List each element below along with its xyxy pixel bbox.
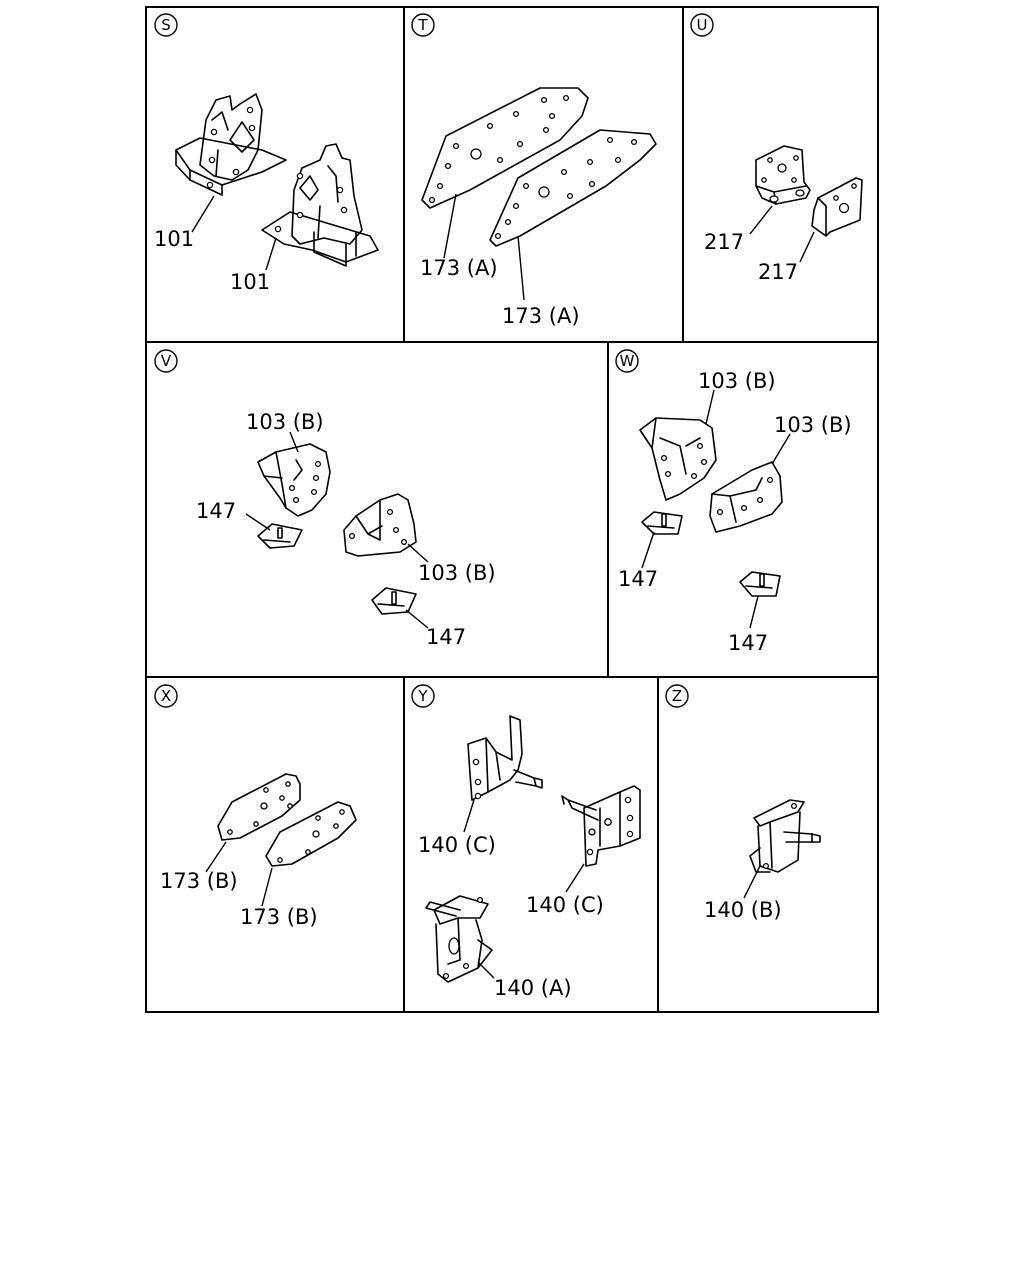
part-label-173a: 173 (A) (502, 304, 580, 328)
part-label-103b: 103 (B) (246, 410, 324, 434)
leader-line (245, 513, 271, 531)
bracket-drawing-101-right (261, 143, 379, 267)
leader-line (289, 431, 299, 453)
part-label-147: 147 (426, 625, 466, 649)
svg-text:V: V (161, 352, 172, 370)
section-x: X 173 (B) 173 (B) (154, 684, 357, 929)
pad-drawing-147-upper (641, 511, 683, 535)
leader-line (463, 799, 475, 833)
svg-text:U: U (697, 16, 708, 34)
bracket-drawing-103b-lower (343, 493, 417, 557)
part-label-103b: 103 (B) (698, 369, 776, 393)
part-label-217: 217 (704, 230, 744, 254)
leader-line (517, 235, 525, 301)
svg-text:Y: Y (417, 687, 428, 705)
svg-text:W: W (620, 352, 635, 370)
leader-line (749, 595, 759, 629)
part-label-147: 147 (618, 567, 658, 591)
leader-line (705, 389, 715, 425)
plate-drawing-173a-upper (421, 87, 589, 209)
part-label-140b: 140 (B) (704, 898, 782, 922)
bracket-drawing-217-right (811, 177, 863, 237)
leader-line (405, 609, 429, 629)
part-label-173b: 173 (B) (160, 869, 238, 893)
bracket-drawing-217-left (755, 145, 811, 205)
leader-line (477, 961, 495, 979)
grid-frame (145, 6, 879, 1013)
leader-line (565, 863, 585, 893)
section-letter-z: Z (665, 684, 689, 708)
section-letter-s: S (154, 13, 178, 37)
bracket-drawing-140a (425, 895, 493, 983)
section-letter-t: T (411, 13, 435, 37)
section-letter-w: W (615, 349, 639, 373)
svg-text:X: X (161, 687, 171, 705)
part-label-217: 217 (758, 260, 798, 284)
section-z: Z 140 (B) (665, 684, 821, 922)
part-label-140a: 140 (A) (494, 976, 572, 1000)
leader-line (443, 193, 457, 259)
section-u: U 217 217 (690, 13, 863, 284)
leader-line (191, 195, 215, 233)
bracket-drawing-140c-right (561, 785, 641, 867)
pad-drawing-147-upper (257, 523, 303, 549)
part-label-173b: 173 (B) (240, 905, 318, 929)
section-letter-u: U (690, 13, 714, 37)
section-w: W (615, 349, 852, 655)
bracket-drawing-101-left (175, 93, 287, 196)
svg-text:Z: Z (672, 687, 682, 705)
leader-line (749, 205, 773, 235)
part-label-101: 101 (154, 227, 194, 251)
leader-line (265, 237, 277, 271)
bracket-drawing-103b-upper (257, 443, 331, 517)
section-s: S 101 (154, 13, 379, 294)
plate-drawing-173b-upper (217, 773, 301, 841)
bracket-drawing-103b-lower (709, 461, 783, 533)
section-v: V (154, 349, 496, 649)
part-label-103b: 103 (B) (418, 561, 496, 585)
svg-text:S: S (161, 16, 171, 34)
part-label-103b: 103 (B) (774, 413, 852, 437)
bracket-drawing-140b (749, 799, 821, 873)
pad-drawing-147-lower (371, 587, 417, 615)
section-y: Y (411, 684, 641, 1000)
part-label-140c: 140 (C) (526, 893, 604, 917)
svg-text:T: T (417, 16, 428, 34)
bracket-drawing-103b-upper (639, 417, 717, 501)
leader-line (771, 433, 791, 465)
leader-line (641, 531, 655, 569)
leader-line (205, 841, 227, 873)
plate-drawing-173b-lower (265, 801, 357, 867)
section-letter-v: V (154, 349, 178, 373)
leader-line (261, 867, 273, 907)
section-letter-x: X (154, 684, 178, 708)
section-letter-y: Y (411, 684, 435, 708)
plate-drawing-173a-lower (489, 129, 657, 247)
leader-line (799, 231, 815, 263)
part-label-140c: 140 (C) (418, 833, 496, 857)
part-label-147: 147 (728, 631, 768, 655)
part-label-101: 101 (230, 270, 270, 294)
section-t: T (411, 13, 657, 328)
bracket-drawing-140c-upper (467, 715, 543, 801)
part-label-173a: 173 (A) (420, 256, 498, 280)
leader-line (407, 543, 429, 563)
pad-drawing-147-lower (739, 571, 781, 597)
part-label-147: 147 (196, 499, 236, 523)
leader-line (743, 865, 761, 899)
